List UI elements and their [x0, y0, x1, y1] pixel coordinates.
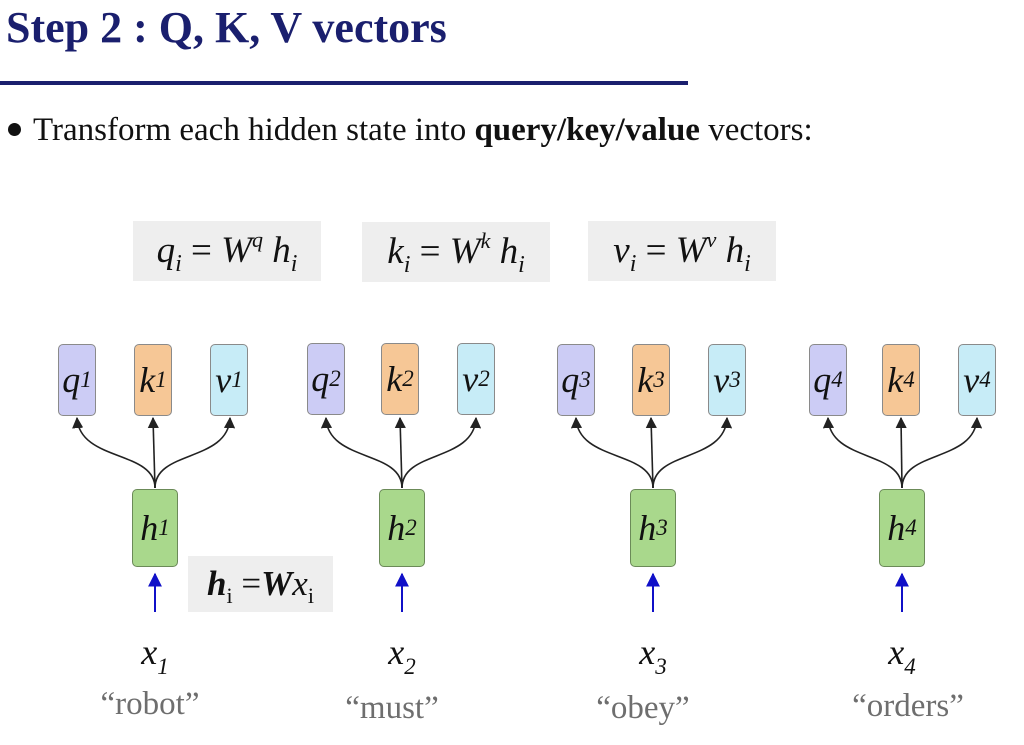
word-2: “must”	[345, 690, 439, 726]
token-3-connectors	[570, 416, 733, 612]
title-underline	[0, 81, 688, 85]
hidden-state-formula: hi =Wxi	[188, 556, 333, 612]
bullet-text-bold: query/key/value	[474, 112, 700, 148]
slide-title: Step 2 : Q, K, V vectors	[6, 3, 447, 52]
bullet-dot-icon	[8, 122, 21, 136]
input-token-2: x2	[388, 632, 416, 679]
token-4-connectors	[822, 416, 983, 612]
token-2-connectors	[320, 416, 482, 612]
input-token-1: x1	[141, 632, 169, 679]
bullet-text-suffix: vectors:	[699, 112, 813, 148]
query-formula: qi = Wq hi	[133, 221, 321, 281]
input-token-4: x4	[888, 632, 916, 679]
word-4: “orders”	[852, 688, 964, 724]
key-formula: ki = Wk hi	[362, 222, 550, 282]
word-3: “obey”	[596, 690, 690, 726]
bullet-text-prefix: Transform each hidden state into	[33, 112, 475, 148]
input-token-3: x3	[639, 632, 667, 679]
word-1: “robot”	[100, 686, 200, 722]
bullet-point: Transform each hidden state into query/k…	[8, 108, 813, 152]
token-1-connectors	[72, 416, 236, 612]
value-formula: vi = Wv hi	[588, 221, 776, 281]
